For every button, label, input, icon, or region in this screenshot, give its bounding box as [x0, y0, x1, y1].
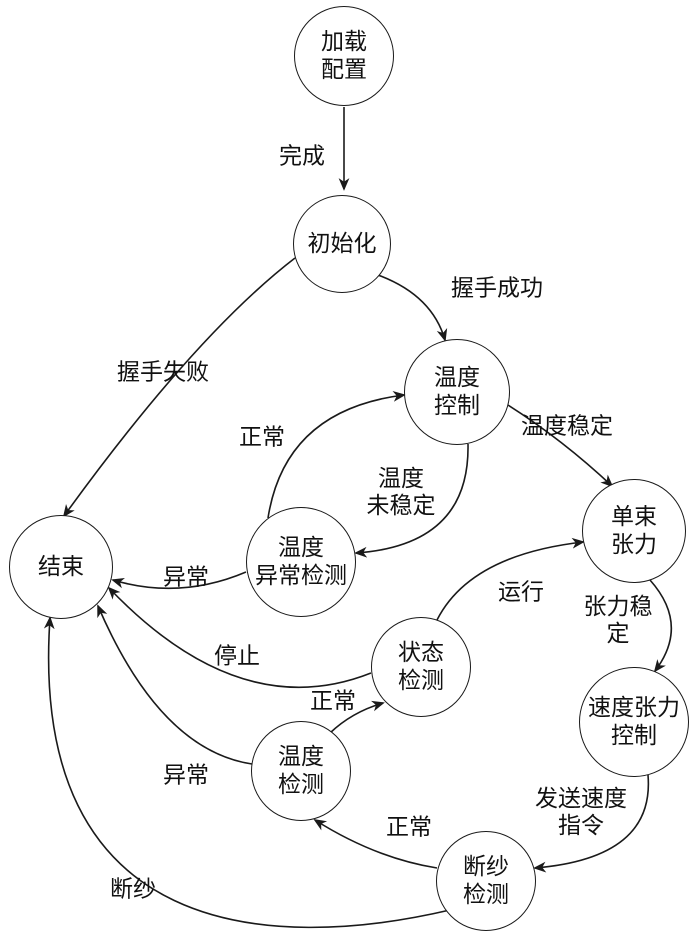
- edge-label-temp-stable: 温度稳定: [521, 413, 613, 439]
- edge-label-handshake-fail: 握手失败: [117, 359, 209, 385]
- node-end-label: 结束: [38, 553, 84, 579]
- edge-label-yarn-break: 断纱: [110, 876, 156, 902]
- edge-temp-not-stable: [354, 443, 469, 558]
- edge-label-tension-stable: 张力稳定: [583, 593, 653, 646]
- node-temp-detect-label: 温度 检测: [278, 743, 324, 797]
- edge-label-temp-detect-normal: 正常: [310, 688, 356, 714]
- edge-yarn-break: [43, 616, 451, 929]
- node-single-tension-label: 单束 张力: [611, 503, 657, 557]
- node-temp-abnormal-detect: 温度 异常检测: [246, 507, 356, 617]
- node-load-config-label: 加载 配置: [321, 28, 367, 82]
- node-load-config: 加载 配置: [294, 6, 394, 106]
- edge-yarn-normal: [313, 818, 438, 869]
- node-init-label: 初始化: [307, 230, 377, 256]
- edge-send-speed-cmd: [533, 774, 650, 873]
- edge-temp-stable: [507, 404, 614, 488]
- node-yarn-break-detect: 断纱 检测: [436, 831, 536, 931]
- edge-temp-detect-abnormal: [97, 604, 253, 765]
- edge-tension-stable: [649, 579, 673, 673]
- node-temp-abnormal-detect-label: 温度 异常检测: [255, 534, 347, 588]
- node-temp-detect: 温度 检测: [251, 721, 351, 821]
- edge-handshake-success: [377, 274, 448, 342]
- node-speed-tension-control-label: 速度张力 控制: [588, 694, 680, 748]
- edge-label-yarn-normal: 正常: [386, 814, 432, 840]
- edge-temp-detect-normal: [329, 700, 385, 734]
- node-init: 初始化: [293, 195, 391, 293]
- edge-label-stop: 停止: [214, 643, 260, 669]
- node-temp-control: 温度 控制: [404, 339, 510, 445]
- edge-label-temp-detect-abnormal: 异常: [163, 762, 209, 788]
- node-single-tension: 单束 张力: [582, 479, 686, 583]
- node-yarn-break-detect-label: 断纱 检测: [463, 853, 509, 907]
- edge-label-temp-not-stable: 温度 未稳定: [366, 465, 436, 518]
- node-speed-tension-control: 速度张力 控制: [579, 667, 689, 777]
- edge-label-run: 运行: [498, 579, 544, 605]
- edge-stop: [107, 586, 372, 689]
- edge-handshake-fail: [62, 257, 296, 518]
- edge-label-abnormal-normal: 正常: [239, 424, 285, 450]
- edge-label-abnormal: 异常: [163, 564, 209, 590]
- node-status-detect-label: 状态 检测: [398, 639, 444, 693]
- node-temp-control-label: 温度 控制: [434, 364, 480, 418]
- edge-label-handshake-success: 握手成功: [451, 275, 543, 301]
- edge-label-complete: 完成: [279, 143, 325, 169]
- edge-abnormal-normal: [267, 391, 406, 519]
- edge-run: [436, 537, 585, 621]
- node-end: 结束: [9, 515, 113, 619]
- node-status-detect: 状态 检测: [371, 617, 471, 717]
- edge-abnormal: [111, 571, 247, 590]
- edge-label-send-speed-cmd: 发送速度 指令: [535, 785, 627, 838]
